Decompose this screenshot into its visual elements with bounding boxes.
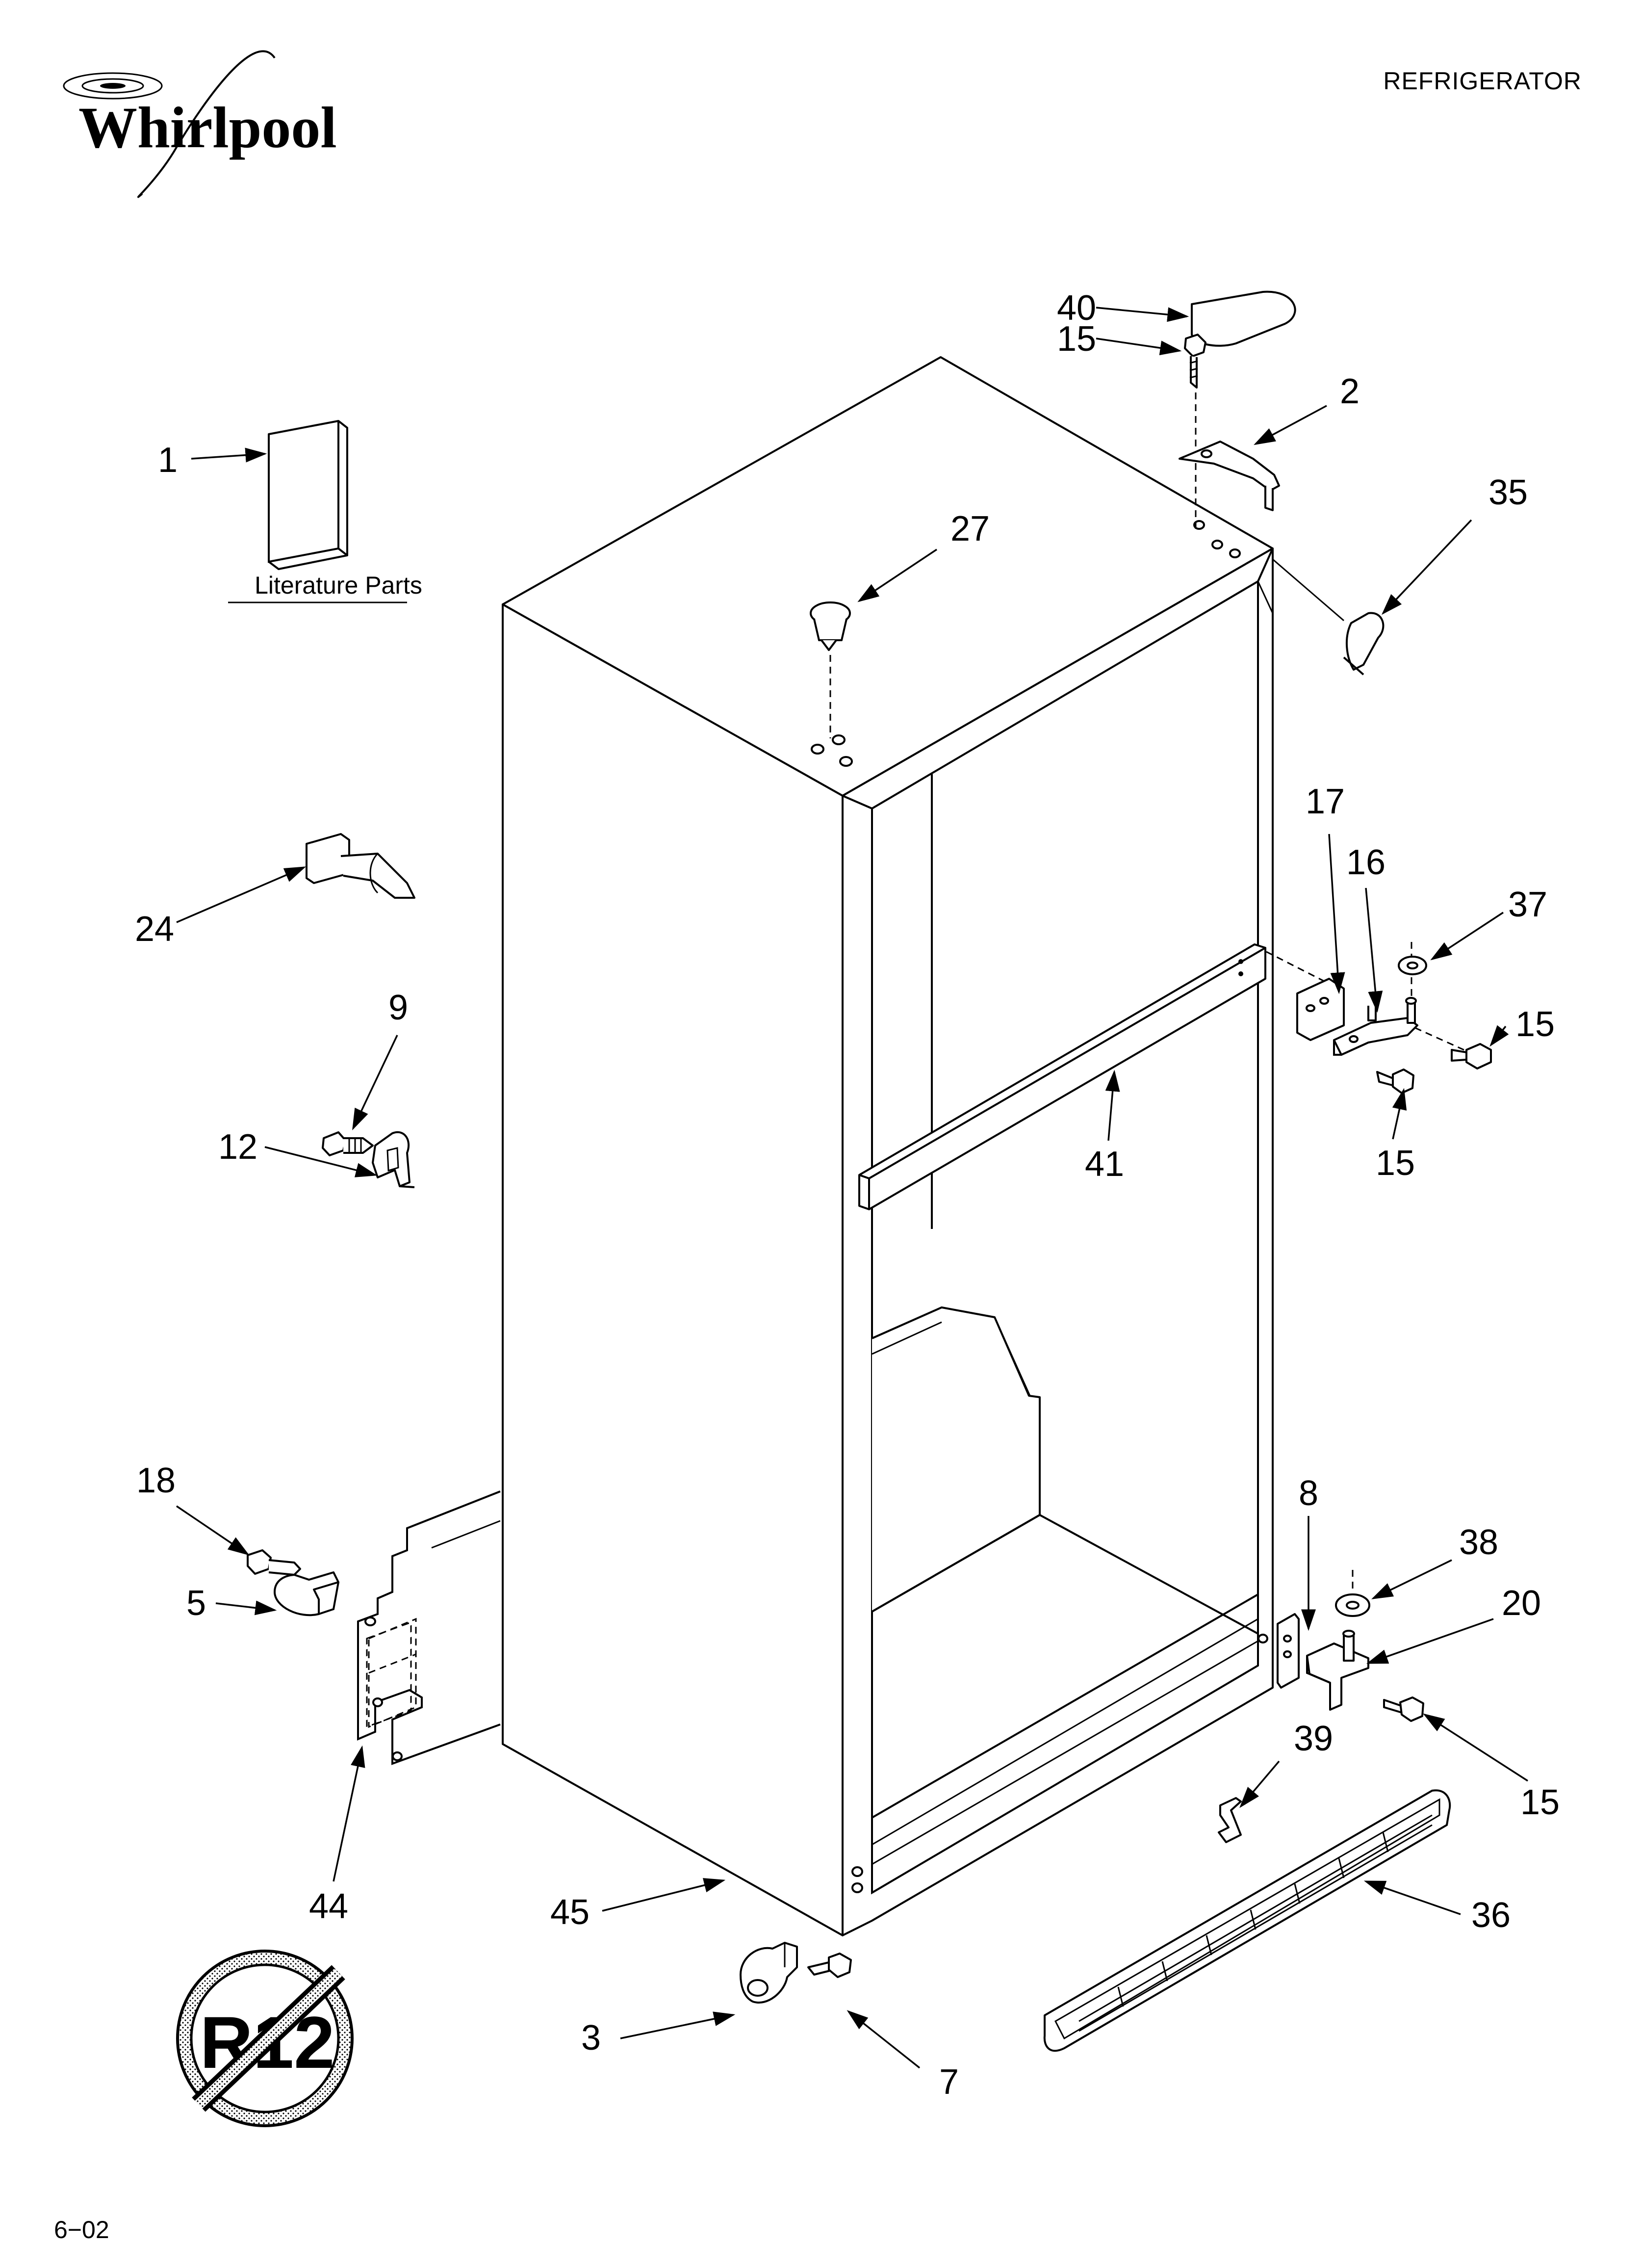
revision-date: 6−02 bbox=[54, 2216, 109, 2243]
part-plug bbox=[810, 601, 851, 651]
callout-27: 27 bbox=[950, 509, 990, 548]
part-grille-clip bbox=[1218, 1797, 1242, 1843]
callout-36: 36 bbox=[1471, 1896, 1511, 1935]
part-mullion-bar bbox=[858, 943, 1266, 1210]
part-screw-roller bbox=[807, 1953, 852, 1978]
literature-parts-label: Literature Parts bbox=[255, 572, 422, 599]
callout-8: 8 bbox=[1299, 1474, 1318, 1513]
callout-18: 18 bbox=[136, 1461, 176, 1500]
callout-35: 35 bbox=[1488, 473, 1528, 512]
hinge-screw-dashes bbox=[1414, 1027, 1464, 1051]
refrigerator-cabinet bbox=[502, 356, 1274, 1936]
part-hinge-cover bbox=[1191, 290, 1296, 347]
part-screw-clip bbox=[322, 1131, 374, 1156]
callout-15: 15 bbox=[1515, 1005, 1555, 1044]
callout-20: 20 bbox=[1502, 1584, 1541, 1623]
part-screw-hinge-right bbox=[1451, 1043, 1492, 1069]
callout-15: 15 bbox=[1376, 1144, 1415, 1183]
callout-1: 1 bbox=[158, 441, 178, 480]
part-roller bbox=[740, 1942, 798, 2004]
callout-16: 16 bbox=[1346, 843, 1385, 882]
part-shim bbox=[1343, 612, 1385, 676]
callout-39: 39 bbox=[1294, 1719, 1333, 1758]
no-r12-symbol: R12 bbox=[176, 1950, 354, 2127]
part-literature-booklet bbox=[268, 420, 348, 570]
callout-17: 17 bbox=[1306, 782, 1345, 821]
callout-37: 37 bbox=[1508, 885, 1547, 924]
callout-15: 15 bbox=[1520, 1783, 1560, 1822]
callout-3: 3 bbox=[581, 2018, 601, 2058]
part-bottom-hinge bbox=[1306, 1630, 1369, 1711]
callout-2: 2 bbox=[1340, 372, 1360, 411]
callout-labels: 40 15 2 1 35 27 17 16 37 24 9 15 15 12 4… bbox=[135, 288, 1560, 2102]
callout-5: 5 bbox=[186, 1584, 206, 1623]
callout-41: 41 bbox=[1085, 1145, 1124, 1184]
part-middle-hinge-bracket bbox=[1296, 978, 1345, 1041]
whirlpool-logo: Whirlpool bbox=[63, 50, 337, 198]
part-washer-bottom bbox=[1335, 1593, 1370, 1617]
hinge-mount-dashes bbox=[1266, 951, 1325, 982]
part-clip-bracket bbox=[372, 1131, 415, 1188]
part-top-hinge bbox=[1179, 441, 1280, 511]
callout-12: 12 bbox=[218, 1127, 257, 1167]
callout-45: 45 bbox=[550, 1893, 590, 1932]
part-screw-hinge-lower bbox=[1376, 1069, 1414, 1094]
part-middle-hinge bbox=[1333, 997, 1418, 1056]
callout-7: 7 bbox=[939, 2062, 959, 2102]
callout-24: 24 bbox=[135, 910, 174, 949]
part-screw-bottom-hinge bbox=[1383, 1696, 1424, 1722]
callout-38: 38 bbox=[1459, 1523, 1498, 1562]
part-toe-grille bbox=[1043, 1789, 1451, 2052]
part-bottom-hinge-shim bbox=[1277, 1613, 1300, 1689]
part-pin-support bbox=[306, 833, 415, 899]
part-washer-top bbox=[1398, 956, 1427, 975]
callout-44: 44 bbox=[309, 1887, 348, 1926]
callout-15: 15 bbox=[1057, 319, 1096, 359]
shim-guide-line bbox=[1272, 558, 1344, 622]
page-title: REFRIGERATOR bbox=[1383, 67, 1582, 95]
part-clamp bbox=[274, 1571, 339, 1616]
part-screw-clamp bbox=[247, 1549, 301, 1576]
callout-9: 9 bbox=[388, 988, 408, 1027]
part-rear-bracket-panel bbox=[357, 1490, 501, 1765]
callout-40: 40 bbox=[1057, 288, 1096, 328]
brand-name: Whirlpool bbox=[78, 95, 337, 160]
part-screw-top bbox=[1184, 334, 1206, 389]
leader-lines bbox=[176, 307, 1528, 2069]
